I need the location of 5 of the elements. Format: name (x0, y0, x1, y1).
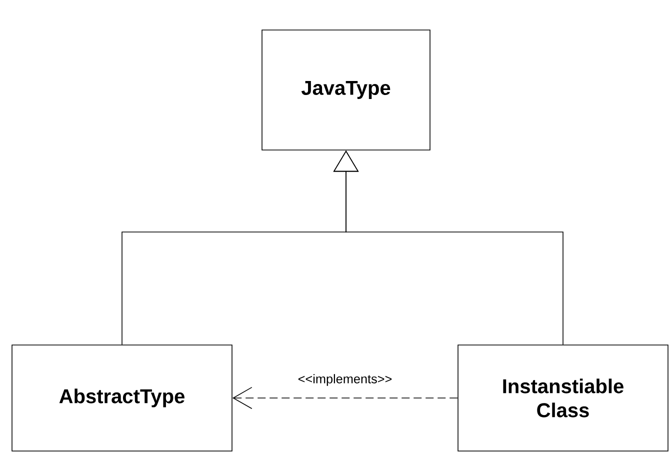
class-box: Instanstiable Class (458, 344, 668, 452)
dependency-arrow (232, 386, 458, 410)
edge-label: <<implements>> (296, 372, 394, 388)
class-box: AbstractType (12, 344, 232, 452)
class-box: JavaType (262, 30, 430, 150)
